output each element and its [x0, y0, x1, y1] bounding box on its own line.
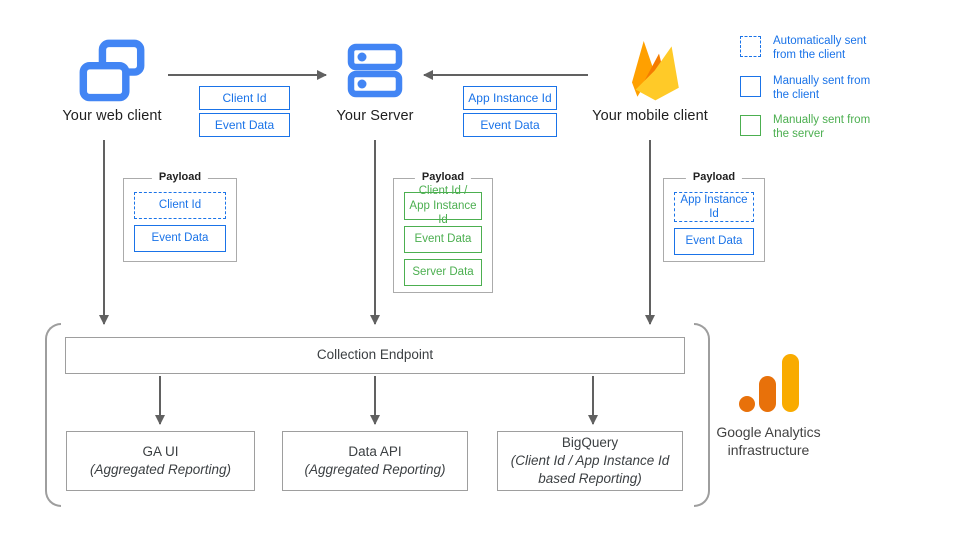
mobile-arrow-label-event-data: Event Data	[463, 113, 557, 137]
payload-box-server: Payload Client Id / App Instance Id Even…	[393, 171, 493, 293]
web-client-icon	[78, 38, 146, 104]
server-label: Your Server	[336, 108, 414, 124]
bracket-right	[694, 323, 710, 507]
payload-item-app-instance-id: App Instance Id	[674, 192, 754, 222]
firebase-icon	[614, 30, 686, 106]
ga-ui-subtitle: (Aggregated Reporting)	[89, 462, 232, 477]
web-arrow-label-client-id: Client Id	[199, 86, 290, 110]
payload-item-event-data: Event Data	[404, 226, 482, 253]
bigquery-box: BigQuery (Client Id / App Instance Id ba…	[497, 431, 683, 491]
payload-title: Payload	[414, 171, 472, 183]
ga-ui-title: GA UI	[142, 443, 179, 459]
google-analytics-infrastructure-label: Google Analytics infrastructure	[716, 424, 821, 459]
google-analytics-icon	[738, 348, 808, 418]
payload-item-event-data: Event Data	[674, 228, 754, 255]
legend-swatch-solid-green	[740, 115, 761, 136]
collection-endpoint-box: Collection Endpoint	[65, 337, 685, 374]
payload-item-client-id: Client Id	[134, 192, 226, 219]
data-api-box: Data API (Aggregated Reporting)	[282, 431, 468, 491]
legend-label: Automatically sent from the client	[773, 35, 867, 61]
ga-ui-box: GA UI (Aggregated Reporting)	[66, 431, 255, 491]
bigquery-subtitle: (Client Id / App Instance Id based Repor…	[510, 452, 670, 487]
legend-item-manual-server: Manually sent from the server	[740, 113, 878, 141]
legend-label: Manually sent from the server	[773, 114, 871, 140]
payload-item-event-data: Event Data	[134, 225, 226, 252]
payload-box-web: Payload Client Id Event Data	[123, 171, 237, 262]
web-client-label: Your web client	[62, 108, 162, 124]
payload-box-mobile: Payload App Instance Id Event Data	[663, 171, 765, 262]
data-api-subtitle: (Aggregated Reporting)	[304, 462, 446, 477]
payload-title: Payload	[151, 171, 209, 183]
payload-title: Payload	[685, 171, 743, 183]
data-api-title: Data API	[348, 443, 402, 459]
collection-endpoint-label: Collection Endpoint	[316, 347, 434, 363]
legend-swatch-dashed-blue	[740, 36, 761, 57]
legend-swatch-solid-blue	[740, 76, 761, 97]
legend-item-manual-client: Manually sent from the client	[740, 74, 878, 102]
legend-item-auto-client: Automatically sent from the client	[740, 34, 878, 62]
payload-item-client-or-app-id: Client Id / App Instance Id	[404, 185, 482, 226]
server-icon	[347, 42, 403, 100]
bigquery-title: BigQuery	[561, 434, 619, 450]
payload-item-server-data: Server Data	[404, 259, 482, 286]
bracket-left	[45, 323, 61, 507]
web-arrow-label-event-data: Event Data	[199, 113, 290, 137]
legend-label: Manually sent from the client	[773, 75, 871, 101]
mobile-client-label: Your mobile client	[592, 108, 708, 124]
mobile-arrow-label-app-instance-id: App Instance Id	[463, 86, 557, 110]
